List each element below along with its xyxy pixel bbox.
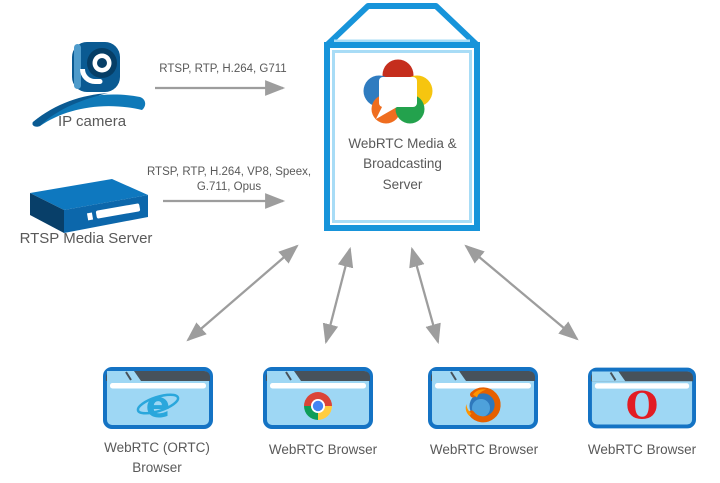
arrow-server-to-browser-4 [464,244,579,341]
webrtc-speech-bubble-tail [376,105,397,119]
svg-text:e: e [146,385,170,426]
chrome-logo [304,392,332,420]
browser-address-bar [110,383,206,389]
webrtc-server-label: WebRTC Media & Broadcasting Server [348,136,457,192]
server-package-body [324,42,480,231]
browser-tab-slash [609,371,617,381]
protocols-label-rtsp-server: RTSP, RTP, H.264, VP8, Speex, G.711, Opu… [146,166,312,193]
internet-explorer-logo: e [136,385,180,426]
browser-window-chrome [263,367,373,429]
arrow-server-to-browser-3 [409,246,441,345]
camera-base-shadow [32,93,108,127]
browser-window-ie: e [103,367,213,429]
browser-label-3: WebRTC Browser [429,442,539,457]
camera-lens-pupil [97,58,107,68]
browser-address-bar [594,383,690,389]
rtsp-box-slot [95,203,141,219]
camera-base-swoosh [32,94,146,127]
browser-label-4: WebRTC Browser [587,442,697,457]
ip-camera-label: IP camera [57,113,127,130]
arrow-server-to-browser-2 [322,246,354,345]
browser-tab-slash [450,371,457,381]
webrtc-server-icon [324,3,480,231]
firefox-logo [465,387,501,423]
browser-active-tab [591,371,626,382]
browser-active-tab [267,371,301,381]
rtsp-box-led [86,212,94,221]
protocols-label-ip-camera: RTSP, RTP, H.264, G711 [159,63,287,75]
rtsp-box-top [30,179,148,210]
arrow-server-to-browser-1 [186,244,299,342]
ip-camera-icon [32,42,146,127]
browser-tab-slash [285,371,292,381]
browser-window-firefox [428,367,538,429]
browser-active-tab [107,371,141,381]
browser-window-opera: O [588,367,696,429]
server-package-lid [324,3,480,48]
browser-active-tab [432,371,466,381]
rtsp-media-server-label: RTSP Media Server [19,230,153,247]
browser-tab-slash [125,371,132,381]
rtsp-media-server-icon [30,179,148,233]
opera-logo: O [626,384,659,428]
server-package-inner-line [332,50,472,223]
camera-hook [80,69,103,84]
webrtc-speech-bubble [379,77,417,107]
browser-label-1: WebRTC (ORTC) Browser [104,440,210,475]
rtsp-box-side [30,193,64,233]
browser-address-bar [270,383,366,389]
svg-text:O: O [626,384,659,428]
webrtc-logo [363,59,433,124]
camera-head-highlight [74,44,81,89]
browser-label-2: WebRTC Browser [268,442,378,457]
browser-address-bar [435,383,531,389]
